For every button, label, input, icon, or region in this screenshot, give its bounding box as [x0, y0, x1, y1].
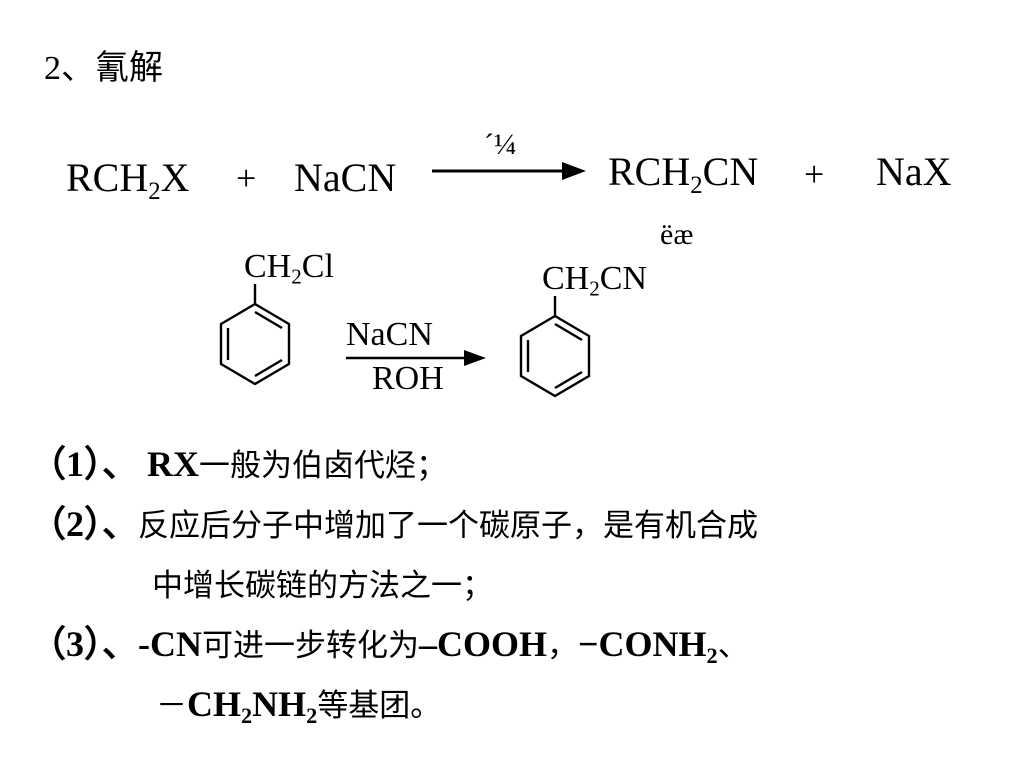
note-3-continued: －CH2NH2等基团。: [156, 684, 442, 729]
reaction-arrow-icon: [346, 350, 486, 366]
note-number: （3）、: [30, 624, 139, 664]
benzene-ring-icon: [219, 284, 291, 386]
benzyl-cyanide-group: CH2CN: [542, 260, 648, 301]
product-label: ëæ: [660, 218, 694, 251]
note-2-continued: 中增长碳链的方法之一；: [152, 566, 493, 602]
note-line: RX一般为伯卤代烃；: [147, 444, 448, 484]
plus-sign: +: [804, 154, 825, 194]
note-line: 中增长碳链的方法之一；: [152, 568, 493, 604]
reagent-sodium-cyanide: NaCN: [346, 316, 433, 353]
plus-sign: +: [236, 158, 257, 198]
note-number: （2）、: [30, 504, 139, 544]
note-number: （1）、: [30, 444, 139, 484]
reaction-arrow-icon: [432, 162, 586, 180]
reagent-alcohol: ROH: [372, 360, 444, 397]
benzyl-chloride-group: CH2Cl: [244, 248, 334, 289]
product-nitrile: RCH2CN: [608, 149, 759, 199]
note-1: （1）、 RX一般为伯卤代烃；: [30, 446, 447, 482]
note-line: －CH2NH2等基团。: [156, 684, 442, 729]
note-3: （3）、-CN可进一步转化为–COOH，−CONH2、: [30, 624, 749, 669]
product-sodium-halide: NaX: [876, 149, 952, 194]
note-2: （2）、反应后分子中增加了一个碳原子，是有机合成: [30, 506, 758, 542]
arrow-condition-label: ´¼: [484, 128, 517, 161]
slide-title: 2、氰解: [44, 50, 163, 87]
benzene-ring-icon: [519, 296, 591, 398]
note-line: 反应后分子中增加了一个碳原子，是有机合成: [138, 508, 759, 544]
reactant-sodium-cyanide: NaCN: [294, 155, 397, 200]
note-line: -CN可进一步转化为–COOH，−CONH2、: [138, 624, 749, 669]
reactant-alkyl-halide: RCH2X: [66, 155, 190, 205]
